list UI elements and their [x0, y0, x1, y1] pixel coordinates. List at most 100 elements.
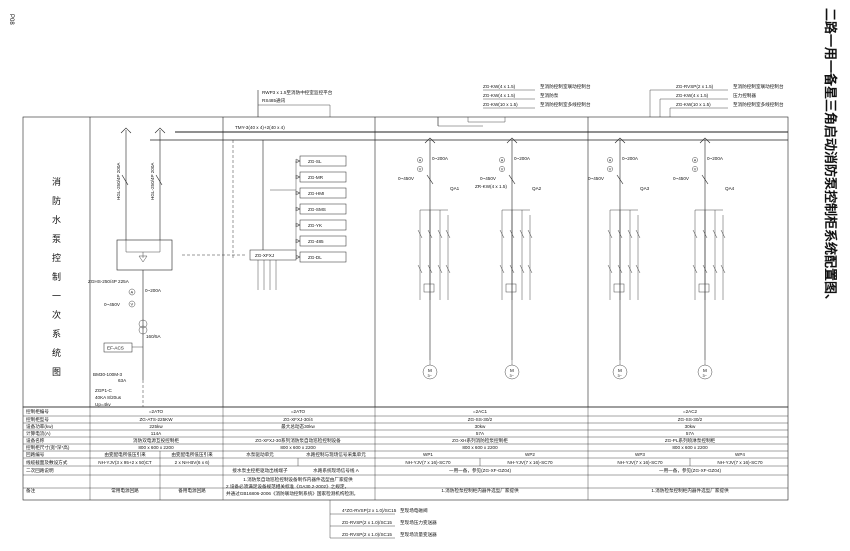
table-cell: 800 x 600 x 2200 [462, 445, 498, 450]
table-cable: NH-YJV(7 x 16)-SC70 [617, 460, 663, 465]
svg-text:A: A [131, 290, 134, 295]
table-cell: =2ATO [149, 409, 164, 414]
in-amp: 0~200A [145, 288, 162, 293]
bm-a-label: 63A [118, 378, 127, 383]
motor-m: M [703, 368, 707, 373]
diagram-frame [22, 116, 789, 408]
ctrl-module-label: ZG-485 [308, 239, 324, 244]
mid-cable-code: ZG-KW(4 x 1.5) [483, 93, 516, 98]
svg-text:V: V [609, 167, 612, 171]
side-title: 二路一用一备星三角启动消防泵控制柜系统配置图、 [823, 8, 838, 307]
right-cable-code: ZG-KW(10 x 1.5) [676, 102, 711, 107]
svg-text:3~: 3~ [510, 374, 515, 378]
table-cell: ZG-SS-30/2 [678, 417, 703, 422]
svg-text:V: V [501, 167, 504, 171]
table-cell: 225kw [149, 424, 163, 429]
table-secondary: 一用一备，参见(ZG-XF-GZ04) [449, 467, 511, 474]
svg-text:3~: 3~ [428, 374, 433, 378]
table-cell: 消防双电源互投控制柜 [133, 437, 179, 444]
table-cell: 800 x 600 x 2200 [280, 445, 316, 450]
table-remark: 1.消防检泵控制柜内器件选型厂家提供 [651, 487, 729, 494]
vertical-title-char: 水 [52, 214, 61, 225]
bottom-cable-code: ZG-RVSP(2 x 1.0)/SC15 [342, 520, 392, 525]
ats-box [116, 239, 173, 271]
right-cable-desc: 至消防控制室多线控制台 [733, 101, 784, 108]
table-circuit: WP1 [423, 452, 433, 457]
table-cable: 2 x NH-BV(6 x 6) [175, 460, 210, 465]
ctrl-module-label: ZG-YK [308, 223, 323, 228]
zr-kw-label: ZR-KW(4 x 1.5) [475, 184, 507, 189]
right-cable-code: ZG-RVSP(2 x 1.5) [676, 84, 714, 89]
ctrl-module-box [299, 251, 347, 263]
rwp-label: RWP3 x 1.5至消防中控室监控平台 [262, 89, 333, 96]
feeder-volt: 0~450V [673, 176, 690, 181]
motor-qa-label: QA1 [450, 186, 460, 191]
svg-text:A: A [419, 158, 422, 162]
table-cell: 114A [151, 431, 162, 436]
vertical-title-char: 防 [52, 195, 61, 206]
ctrl-module-box [299, 219, 347, 231]
table-header: 设备功率(kw) [26, 423, 54, 430]
ctrl-module-label: ZG-HMI [308, 191, 324, 196]
motor-m: M [618, 368, 622, 373]
vertical-title-char: 次 [52, 309, 61, 320]
feeder-volt: 0~450V [588, 176, 605, 181]
mid-cable-desc: 至消防控制室多线控制台 [540, 101, 591, 108]
rs485-label: RS485通讯 [262, 97, 286, 104]
svg-text:A: A [501, 158, 504, 162]
table-cell: ZG-ATS-225KW [139, 417, 173, 422]
bottom-cable-code: ZG-RVSP(2 x 1.0)/SC15 [342, 532, 392, 537]
xfxj-label: ZG-XFXJ [255, 253, 274, 258]
bottom-cable-code: 4*ZG-RVSP(2 x 1.0)/SC15 [342, 508, 397, 513]
table-cable: NH-YJV(7 x 16)-SC70 [507, 460, 553, 465]
vertical-title-char: 泵 [52, 234, 61, 244]
vertical-title-char: 统 [52, 347, 61, 358]
zgp1-label: ZGP1-C [95, 388, 113, 393]
table-circuit: 由变配电所低压引来 [104, 451, 146, 458]
feeder-volt: 0~450V [480, 176, 497, 181]
table-cell: ZG-XFXJ-30/4 [283, 417, 313, 422]
table-header: 二次回路说明 [26, 467, 54, 474]
table-remark: 常用电源回路 [111, 487, 139, 494]
table-cell: 800 x 600 x 2200 [672, 445, 708, 450]
table-header: 控制柜型号 [26, 416, 49, 423]
mid-cable-code: ZG-KW(4 x 1.5) [483, 84, 516, 89]
table-header: 线缆截面及敷设方式 [26, 459, 68, 466]
table-remark: 备用电源回路 [178, 487, 206, 494]
mid-cable-desc: 至消防控制室联动控制台 [540, 83, 591, 90]
svg-text:V: V [694, 167, 697, 171]
table-header: 回路编号 [26, 451, 45, 458]
ctrl-module-label: ZG-DL [308, 255, 322, 260]
ct-label: 160/5A [146, 334, 161, 339]
table-header: 计算电流(A) [26, 430, 51, 437]
motor-qa-label: QA3 [640, 186, 650, 191]
right-cable-code: ZG-KW(4 x 1.5) [676, 93, 709, 98]
table-secondary: 接水泵主控柜驱动出线端子 [232, 467, 288, 474]
table-circuit: WP2 [525, 452, 535, 457]
ctrl-module-label: ZG-SL [308, 159, 322, 164]
vertical-title-char: 控 [52, 252, 61, 263]
motor-m: M [510, 368, 514, 373]
table-circuit: 由变配电所低压引来 [171, 451, 213, 458]
table-remark-note: 并通过GB16806-2006《消防联动控制系统》国家检测机构检测。 [226, 490, 358, 497]
table-cable: NH-YJV(7 x 16)-SC70 [717, 460, 763, 465]
table-remark-note: 2.设备必须满足设备规范相关标准《GA30.2-2002》之规定， [226, 483, 349, 490]
table-cable: NH-YJV(7 x 16)-SC70 [405, 460, 451, 465]
right-cable-desc: 压力控制器 [733, 92, 756, 99]
motor-qa-label: QA2 [532, 186, 542, 191]
table-cell: =2AC1 [473, 409, 488, 414]
vertical-title-char: 制 [52, 271, 61, 282]
svg-text:3~: 3~ [703, 374, 708, 378]
table-circuit: 水泵驱动单元 [246, 451, 274, 458]
table-cell: 57A [476, 431, 485, 436]
spec-table: 控制柜编号控制柜型号设备功率(kw)计算电流(A)设备名称控制柜尺寸(宽*深*高… [22, 406, 789, 501]
table-secondary: 水路系统现场信号线 A [313, 467, 360, 474]
vertical-title-char: 图 [52, 367, 61, 377]
table-circuit: WP4 [735, 452, 745, 457]
hgl2-label: HGL-250/4P 200A [150, 162, 155, 200]
bm-label: BM30-100M-3 [93, 372, 123, 377]
